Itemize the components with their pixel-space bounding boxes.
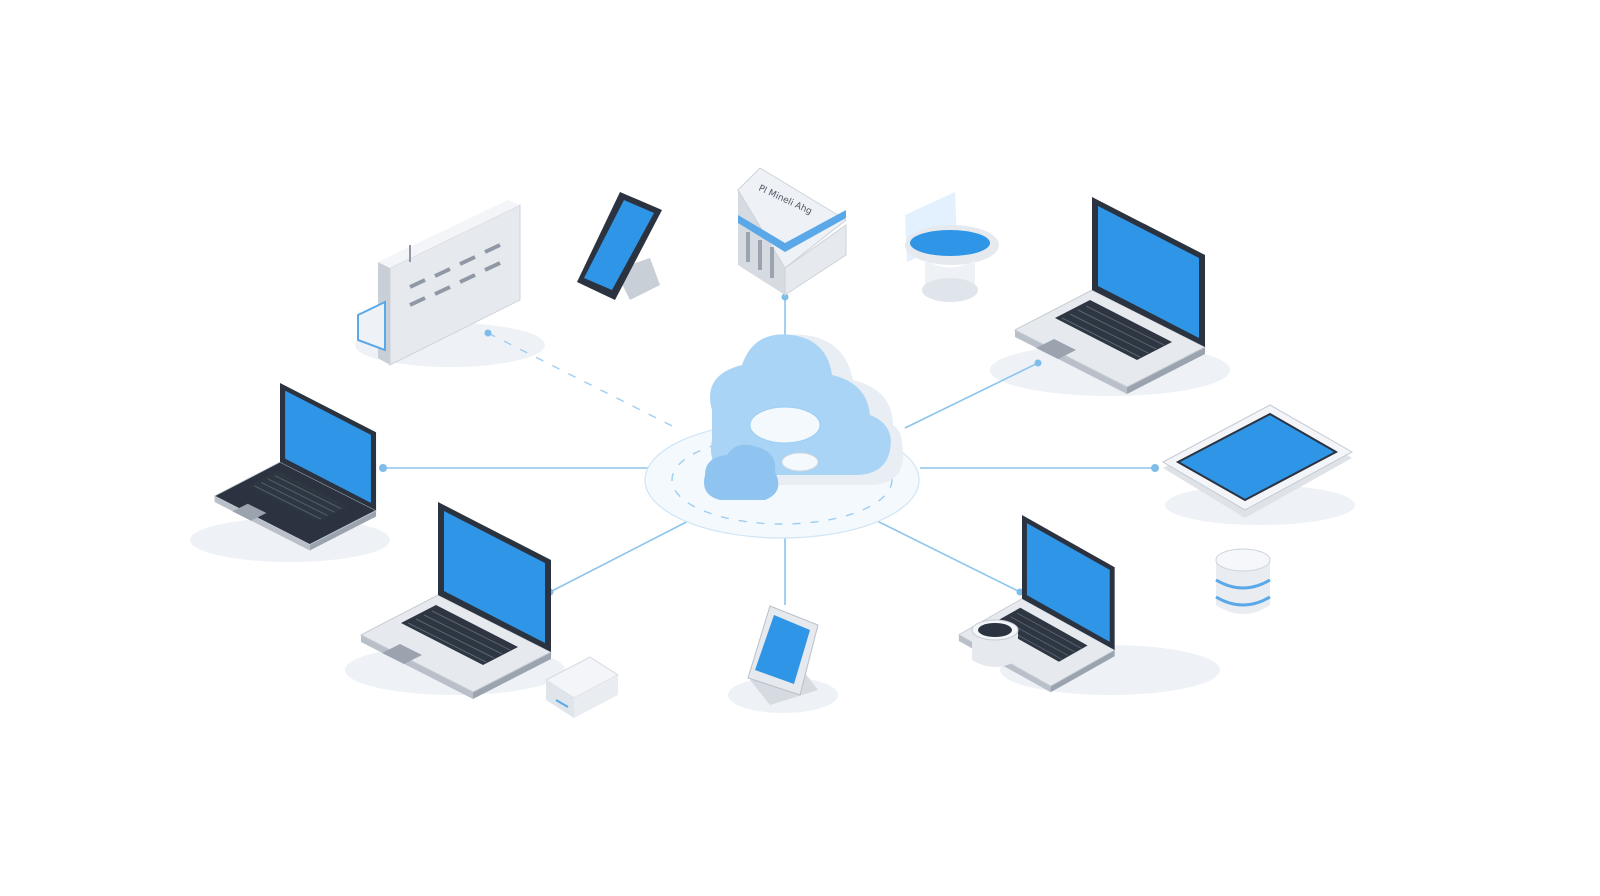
small-box-icon [545,656,619,718]
cup-icon [971,619,1019,667]
cloud-icon [704,334,903,500]
water-device-icon [905,192,999,302]
server-rack-icon [357,200,521,366]
cloud-hub [644,334,920,539]
link-top-right-laptop [904,362,1039,429]
network-links [379,293,1159,605]
smartphone-stand-icon [577,192,662,300]
laptop-icon [958,514,1116,693]
data-center-icon: Pl Mineli Ahg [737,167,847,296]
database-icon [1215,548,1271,614]
link-bottom-left-laptop [549,514,701,593]
phone-stand-icon [747,605,819,705]
tablet-icon [1161,404,1354,518]
